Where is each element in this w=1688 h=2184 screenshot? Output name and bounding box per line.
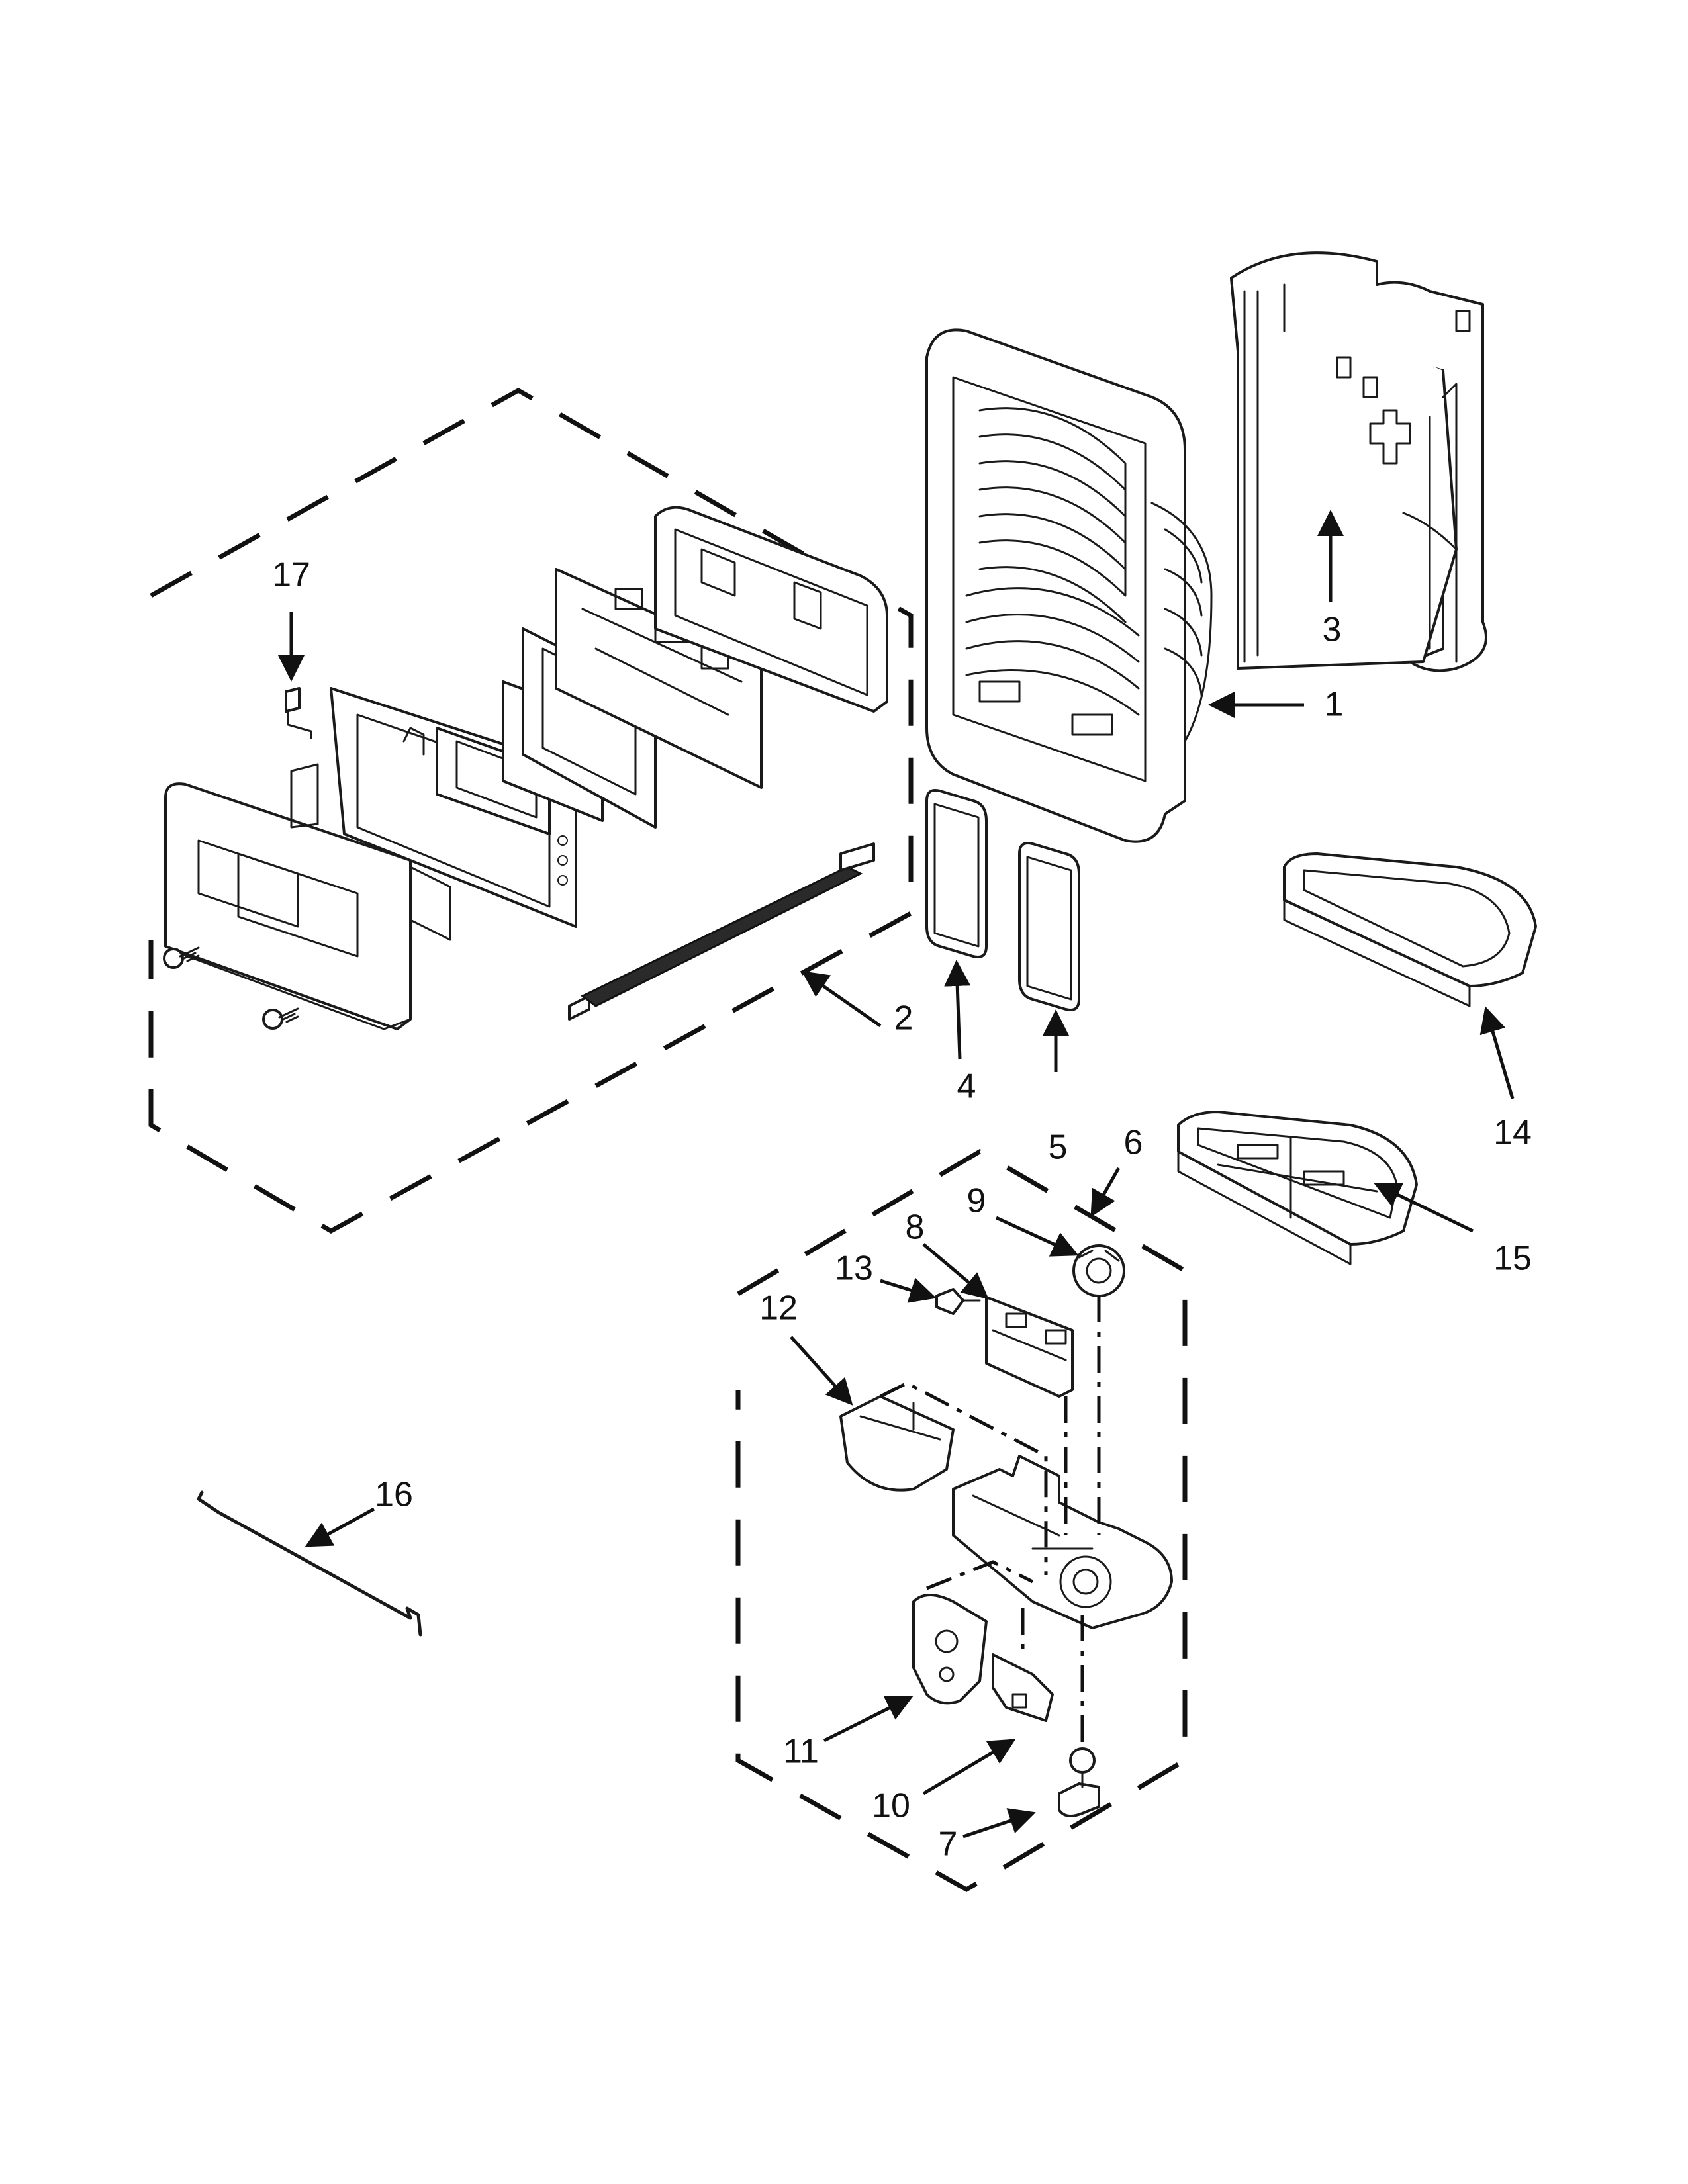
callout-11: 11	[783, 1733, 819, 1771]
callout-17: 17	[272, 556, 310, 594]
control-assembly-boundary	[148, 387, 914, 1234]
part-pad-left	[925, 789, 988, 958]
callout-14: 14	[1493, 1114, 1532, 1152]
callout-13: 13	[835, 1250, 873, 1288]
part-bracket-8	[985, 1296, 1074, 1398]
part-screw-a	[163, 946, 200, 969]
callout-12: 12	[759, 1289, 798, 1328]
part-connector-17	[285, 687, 312, 739]
callout-10: 10	[872, 1787, 910, 1825]
callout-1: 1	[1325, 686, 1344, 724]
part-dispenser-body	[952, 1455, 1173, 1629]
part-screw-b	[262, 1007, 299, 1030]
part-curved-cover	[1230, 251, 1487, 672]
callout-2: 2	[894, 999, 914, 1038]
part-ribbon-cable	[568, 842, 875, 1021]
part-control-housing	[654, 506, 888, 713]
part-cover-11	[912, 1594, 988, 1705]
leader-lines	[278, 510, 1515, 1839]
part-rod-16	[197, 1490, 422, 1637]
part-switch-10	[992, 1653, 1054, 1722]
callout-5: 5	[1049, 1128, 1068, 1167]
callout-6: 6	[1124, 1124, 1143, 1162]
part-pin-13	[935, 1288, 981, 1315]
callout-3: 3	[1323, 611, 1342, 649]
part-housing-frame	[925, 328, 1213, 843]
part-chute-12	[839, 1395, 955, 1492]
part-control-fascia	[164, 763, 412, 1030]
part-drip-tray-top	[1283, 852, 1537, 1007]
callout-16: 16	[375, 1476, 413, 1514]
callout-15: 15	[1493, 1240, 1532, 1278]
dispenser-assembly-boundary	[735, 1148, 1188, 1893]
part-pad-right	[1018, 842, 1080, 1011]
part-knob-9	[1072, 1244, 1125, 1297]
callout-9: 9	[967, 1182, 986, 1220]
callout-8: 8	[906, 1208, 925, 1247]
part-elbow-7	[1058, 1747, 1100, 1817]
callout-7: 7	[939, 1825, 958, 1864]
callout-labels: 1 2 3 4 5 6 7 8 9 10 11 12 13 14 15 16 1…	[272, 556, 1532, 1864]
alignment-lines	[879, 1296, 1101, 1747]
callout-4: 4	[957, 1068, 976, 1106]
